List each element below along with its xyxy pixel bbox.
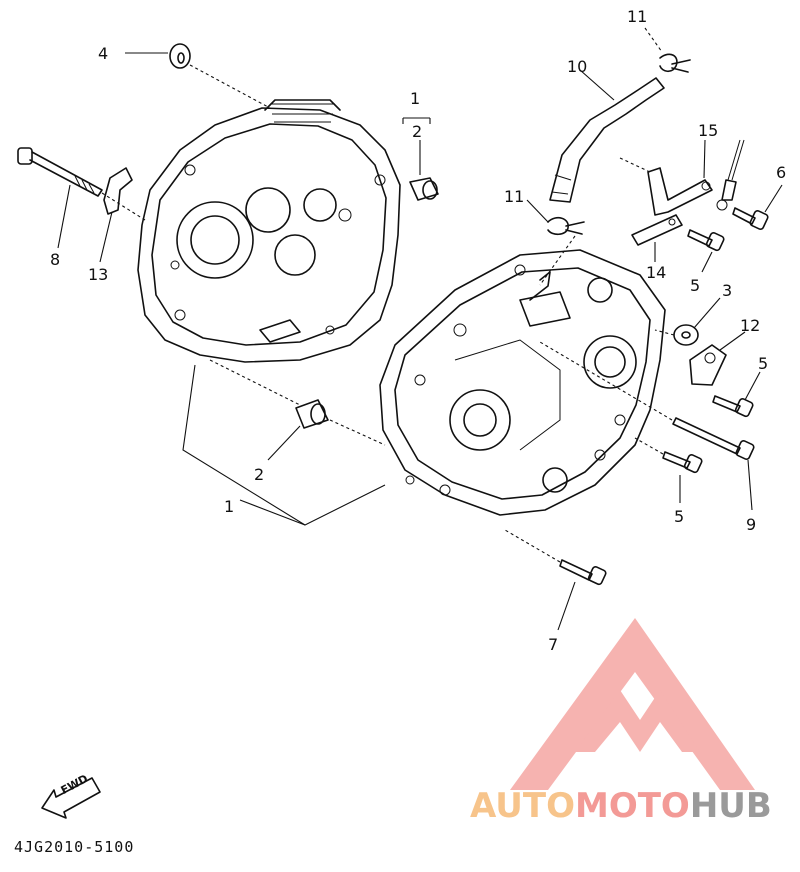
callout-5-right: 5 [758, 354, 768, 373]
callout-14: 14 [646, 263, 666, 282]
plate-part-14 [631, 214, 683, 262]
bolt-part-6 [732, 184, 783, 231]
callout-1-lower: 1 [224, 497, 234, 516]
ground-wire-terminal [716, 139, 745, 211]
callout-4: 4 [98, 44, 108, 63]
callout-labels: 4 1 2 8 13 11 10 15 11 6 14 5 3 12 5 2 1… [50, 7, 786, 654]
bolt-part-5-upper [687, 229, 725, 273]
diagram-code: 4JG2010-5100 [14, 838, 135, 856]
callout-11-upper: 11 [627, 7, 647, 26]
callout-1-upper: 1 [410, 89, 420, 108]
callout-8: 8 [50, 250, 60, 269]
hose-clip-part-11-upper [644, 27, 691, 73]
bolt-part-7 [504, 529, 607, 631]
callout-2-upper: 2 [412, 122, 422, 141]
washer-part-4 [125, 43, 271, 109]
right-crankcase [379, 249, 666, 516]
bolt-part-5-right [712, 371, 761, 418]
callout-12: 12 [740, 316, 760, 335]
watermark-hub: HUB [689, 786, 772, 826]
callout-2-lower: 2 [254, 465, 264, 484]
bracket-part-15 [619, 139, 713, 216]
dowel-pin-part-2-upper [402, 117, 439, 201]
washer-part-3 [654, 297, 721, 346]
clamp-part-13 [99, 167, 133, 263]
assembly-bracket-1 [182, 364, 386, 526]
callout-5-upper: 5 [690, 276, 700, 295]
callout-6: 6 [776, 163, 786, 182]
callout-13: 13 [88, 265, 108, 284]
bolt-part-8 [17, 147, 146, 249]
forward-direction-arrow-icon [41, 777, 101, 819]
plate-part-12 [689, 331, 746, 386]
watermark-moto: MOTO [574, 786, 690, 826]
breather-hose-part-10 [549, 69, 665, 203]
callout-11-lower: 11 [504, 187, 524, 206]
callout-9: 9 [746, 515, 756, 534]
callout-3: 3 [722, 281, 732, 300]
watermark-brand: AUTOMOTOHUB [470, 786, 800, 826]
callout-5-lower: 5 [674, 507, 684, 526]
bolt-part-5-lower [634, 437, 703, 503]
long-bolt-part-9 [539, 341, 755, 511]
callout-10: 10 [567, 57, 587, 76]
callout-7: 7 [548, 635, 558, 654]
callout-15: 15 [698, 121, 718, 140]
hose-clip-part-11-lower [526, 199, 585, 286]
left-crankcase [137, 99, 401, 363]
watermark-auto: AUTO [470, 786, 575, 826]
watermark-logo [510, 618, 755, 790]
dowel-pin-part-2-lower [209, 359, 386, 461]
